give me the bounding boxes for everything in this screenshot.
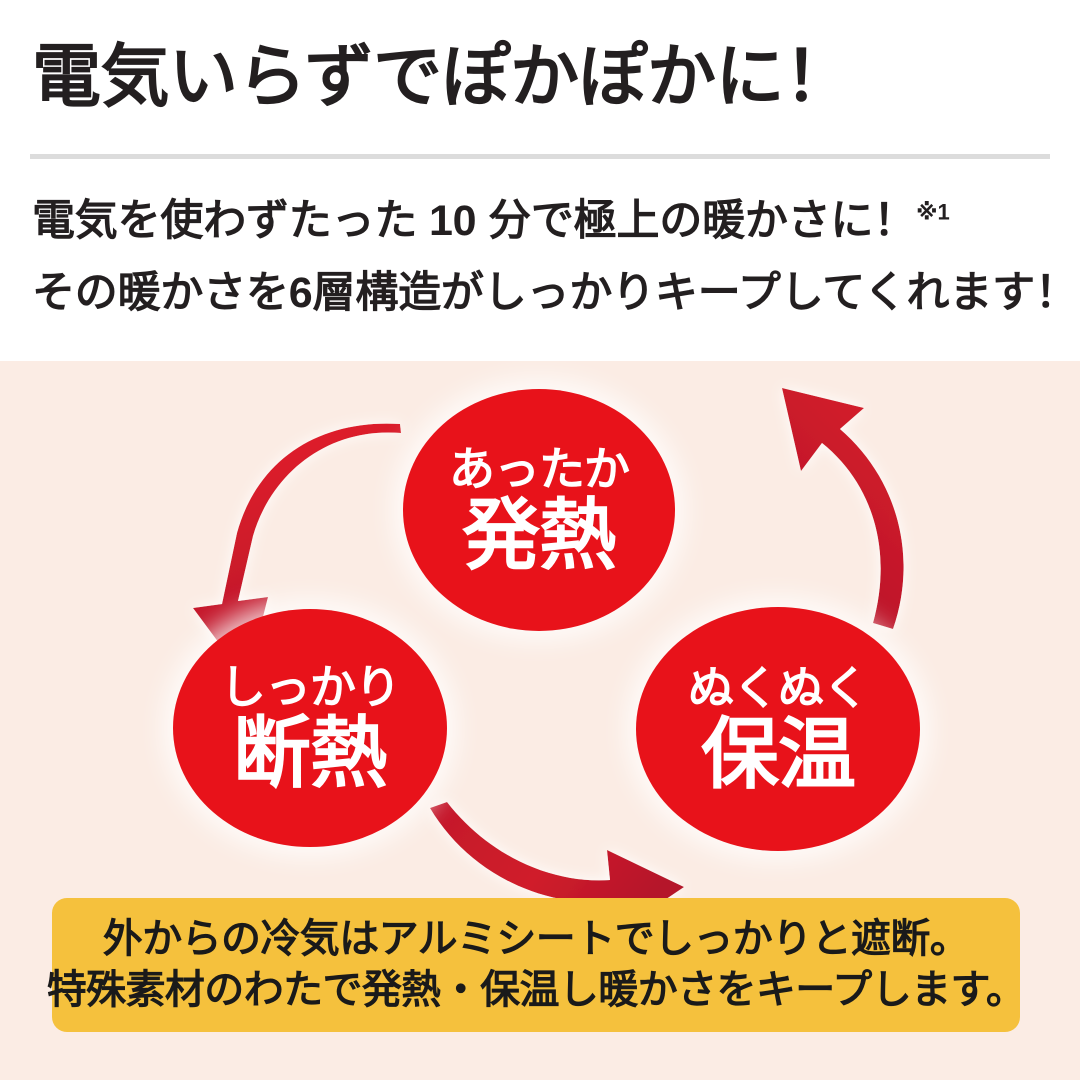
bubble-warm-main-label: 保温 <box>700 710 856 798</box>
bubble-heat[interactable]: あったか 発熱 <box>403 389 675 631</box>
bubble-warm[interactable]: ぬくぬく 保温 <box>636 607 920 851</box>
cycle-diagram-section: あったか 発熱 しっかり 断熱 ぬくぬく 保温 <box>0 361 1080 1080</box>
bubble-insulate-main-label: 断熱 <box>232 709 388 797</box>
header-divider <box>30 154 1050 159</box>
subtitle-line-2: その暖かさを6層構造がしっかりキープしてくれます！ <box>32 269 1078 317</box>
arrow-warm-to-heat <box>782 388 904 629</box>
bubble-insulate[interactable]: しっかり 断熱 <box>173 609 447 847</box>
bubble-insulate-small-label: しっかり <box>220 661 401 713</box>
bubble-warm-small-label: ぬくぬく <box>688 662 869 714</box>
bubble-heat-small-label: あったか <box>449 443 630 495</box>
callout-line-1: 外からの冷気はアルミシートでしっかりと遮断。 <box>102 916 970 961</box>
arrow-heat-to-insulate <box>193 423 401 681</box>
footnote-marker: ※1 <box>916 199 950 225</box>
callout-box: 外からの冷気はアルミシートでしっかりと遮断。 特殊素材のわたで発熱・保温し暖かさ… <box>47 898 1026 1032</box>
callout-line-2: 特殊素材のわたで発熱・保温し暖かさをキープします。 <box>46 968 1026 1012</box>
page-title: 電気いらずでぽかぽかに！ <box>32 38 853 115</box>
subtitle-line-1: 電気を使わずたった 10 分で極上の暖かさに！※1 <box>32 200 950 243</box>
bubble-heat-main-label: 発熱 <box>461 491 617 579</box>
header-section: 電気いらずでぽかぽかに！ 電気を使わずたった 10 分で極上の暖かさに！※1 そ… <box>0 0 1080 361</box>
subtitle-line-1-text: 電気を使わずたった 10 分で極上の暖かさに！ <box>32 197 917 245</box>
